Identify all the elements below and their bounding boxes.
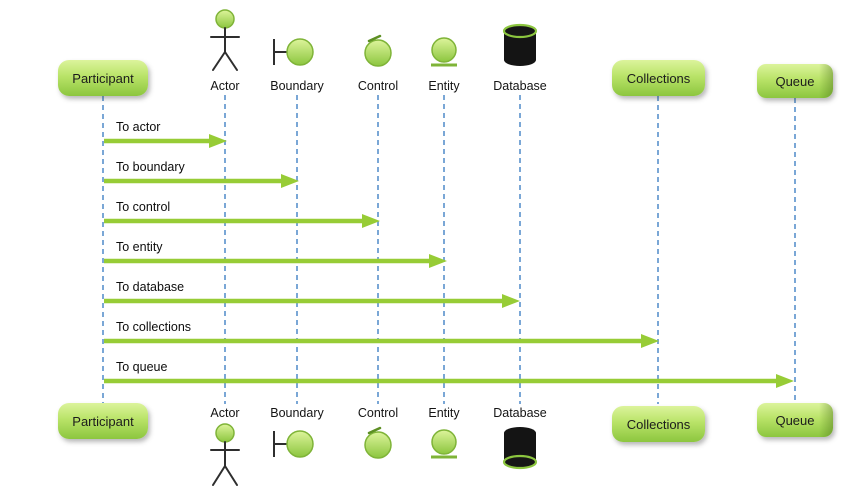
label-boundary-bottom: Boundary [270,406,324,420]
message-label-to-entity: To entity [116,240,163,254]
message-arrow-to-queue [104,374,794,388]
node-participant-top: Participant [58,60,148,96]
node-queue-top: Queue [757,64,833,98]
message-label-to-collections: To collections [116,320,192,334]
message-label-to-database: To database [116,280,185,294]
node-queue-bottom: Queue [757,403,833,437]
database-icon [502,427,538,470]
entity-icon [431,429,457,459]
label-entity-bottom: Entity [428,406,460,420]
database-icon [502,23,538,66]
message-arrow-to-actor [104,134,227,148]
actor-icon [210,423,240,486]
label-entity-top: Entity [428,79,460,93]
label-actor-bottom: Actor [210,406,240,420]
node-participant-bottom: Participant [58,403,148,439]
node-collections-bottom: Collections [612,406,705,442]
label-control-bottom: Control [357,406,399,420]
entity-icon [431,37,457,67]
message-label-to-actor: To actor [116,120,161,134]
boundary-icon [273,38,314,66]
message-arrow-to-control [104,214,380,228]
control-icon [364,34,392,67]
message-label-to-control: To control [116,200,171,214]
boundary-icon [273,430,314,458]
label-database-bottom: Database [493,406,547,420]
label-control-top: Control [357,79,399,93]
label-actor-top: Actor [210,79,240,93]
label-boundary-top: Boundary [270,79,324,93]
message-arrow-to-entity [104,254,447,268]
label-database-top: Database [493,79,547,93]
control-icon [364,426,392,459]
message-arrow-to-boundary [104,174,299,188]
message-arrow-to-database [104,294,520,308]
message-arrow-to-collections [104,334,659,348]
message-label-to-boundary: To boundary [116,160,185,174]
message-label-to-queue: To queue [116,360,168,374]
actor-icon [210,9,240,71]
node-collections-top: Collections [612,60,705,96]
